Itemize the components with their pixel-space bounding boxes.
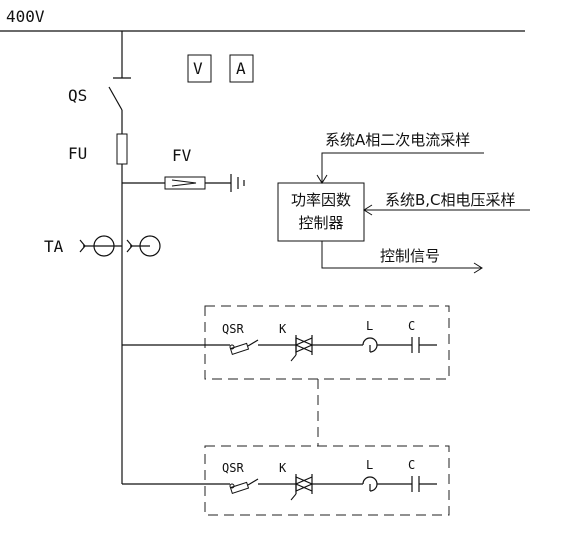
bus-voltage-label: 400V bbox=[6, 7, 45, 26]
ct-2-arrow bbox=[126, 239, 133, 253]
thyristor-top-label: K bbox=[279, 322, 287, 336]
arrester-arrow bbox=[171, 179, 197, 187]
voltage-sampling-arrow bbox=[363, 204, 373, 216]
thyristor-bottom-label: K bbox=[279, 461, 287, 475]
busbar: 400V bbox=[0, 7, 525, 32]
thyristor-bottom-forward bbox=[295, 476, 314, 492]
thyristor-bottom-reverse bbox=[294, 476, 313, 492]
voltage-sampling-label: 系统B,C相电压采样 bbox=[385, 191, 516, 209]
ct-label: TA bbox=[44, 237, 64, 256]
capacitor-top-label: C bbox=[408, 319, 415, 333]
branch-bottom-enclosure bbox=[204, 445, 450, 516]
thyristor-bottom-gate bbox=[290, 493, 297, 501]
control-signal-label: 控制信号 bbox=[380, 247, 440, 265]
ammeter-label: A bbox=[236, 59, 246, 78]
fuse-label: FU bbox=[68, 144, 87, 163]
capacitor-branch-top: QSR K L C bbox=[122, 305, 450, 380]
controller-label-line2: 控制器 bbox=[298, 214, 343, 232]
inductor-bottom bbox=[362, 476, 378, 492]
disconnect-switch-blade bbox=[108, 86, 123, 111]
voltmeter-box bbox=[187, 54, 212, 83]
breaker-top-element bbox=[229, 342, 250, 355]
controller-label-line1: 功率因数 bbox=[291, 191, 351, 209]
inductor-top bbox=[362, 337, 378, 353]
breaker-top-blade bbox=[247, 339, 259, 347]
current-transformers: TA bbox=[44, 235, 161, 257]
capacitor-branch-bottom: QSR K L C bbox=[122, 445, 450, 516]
current-sampling-arrow bbox=[316, 174, 328, 184]
power-factor-controller: 功率因数 控制器 系统A相二次电流采样 系统B,C相电压采样 控制信号 bbox=[277, 131, 530, 274]
main-fuse bbox=[116, 133, 128, 165]
arrester-label: FV bbox=[172, 146, 192, 165]
switch-label: QS bbox=[68, 86, 87, 105]
surge-arrester: FV bbox=[122, 146, 245, 192]
breaker-bottom-blade bbox=[247, 478, 259, 486]
current-sampling-label: 系统A相二次电流采样 bbox=[325, 131, 470, 149]
control-signal-arrow bbox=[473, 262, 483, 274]
thyristor-top-gate bbox=[290, 354, 297, 362]
voltmeter-label: V bbox=[193, 59, 203, 78]
current-sampling-line bbox=[321, 152, 484, 183]
inductor-bottom-label: L bbox=[366, 458, 373, 472]
control-signal-line bbox=[321, 241, 482, 269]
thyristor-top-forward bbox=[295, 337, 314, 353]
main-feeder: QS FU bbox=[68, 31, 131, 484]
ct-1-arrow bbox=[79, 239, 86, 253]
breaker-bottom-element bbox=[229, 481, 250, 494]
ammeter-box bbox=[229, 54, 254, 83]
controller-box bbox=[277, 182, 365, 242]
breaker-top-label: QSR bbox=[222, 322, 244, 336]
branch-top-enclosure bbox=[204, 305, 450, 380]
inductor-top-label: L bbox=[366, 319, 373, 333]
breaker-bottom-label: QSR bbox=[222, 461, 244, 475]
meters: V A bbox=[187, 54, 254, 83]
thyristor-top-reverse bbox=[294, 337, 313, 353]
arrester-body bbox=[164, 176, 206, 190]
capacitor-bottom-label: C bbox=[408, 458, 415, 472]
